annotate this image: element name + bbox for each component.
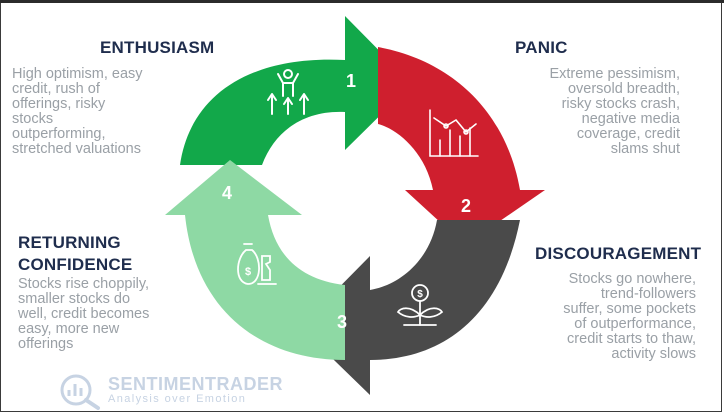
panic-description: Extreme pessimism, oversold breadth, ris… [549,66,680,157]
phase-number-4: 4 [222,183,232,203]
logo-name: SENTIMENTRADER [108,374,284,394]
discouragement-description: Stocks go nowhere, trend-followers suffe… [563,271,696,362]
top-border [0,0,724,3]
returning-confidence-arrow [165,160,345,360]
money-bag-dollar-glyph: $ [245,266,251,278]
discouragement-arrow [300,220,520,395]
returning-confidence-description: Stocks rise choppily, smaller stocks do … [18,276,150,352]
phase-number-1: 1 [346,71,356,91]
enthusiasm-title: ENTHUSIASM [100,38,215,57]
money-bag-chess-icon [237,243,277,285]
dollar-plant-icon [396,284,444,326]
enthusiasm-arrow [180,16,412,165]
dollar-sign-glyph: $ [417,289,423,300]
panic-title: PANIC [515,38,568,57]
sentimentrader-logo: SENTIMENTRADER Analysis over Emotion [56,370,283,410]
phase-number-2: 2 [461,196,471,216]
magnifier-chart-icon [60,374,100,410]
falling-chart-icon [429,109,479,157]
logo-tagline: Analysis over Emotion [108,393,247,405]
enthusiasm-description: High optimism, easy credit, rush of offe… [12,66,143,157]
discouragement-title: DISCOURAGEMENT [535,244,702,263]
phase-number-3: 3 [337,312,347,332]
returning-confidence-title: RETURNING CONFIDENCE [18,233,133,274]
celebrating-person-icon [267,69,309,115]
panic-arrow [378,47,545,245]
